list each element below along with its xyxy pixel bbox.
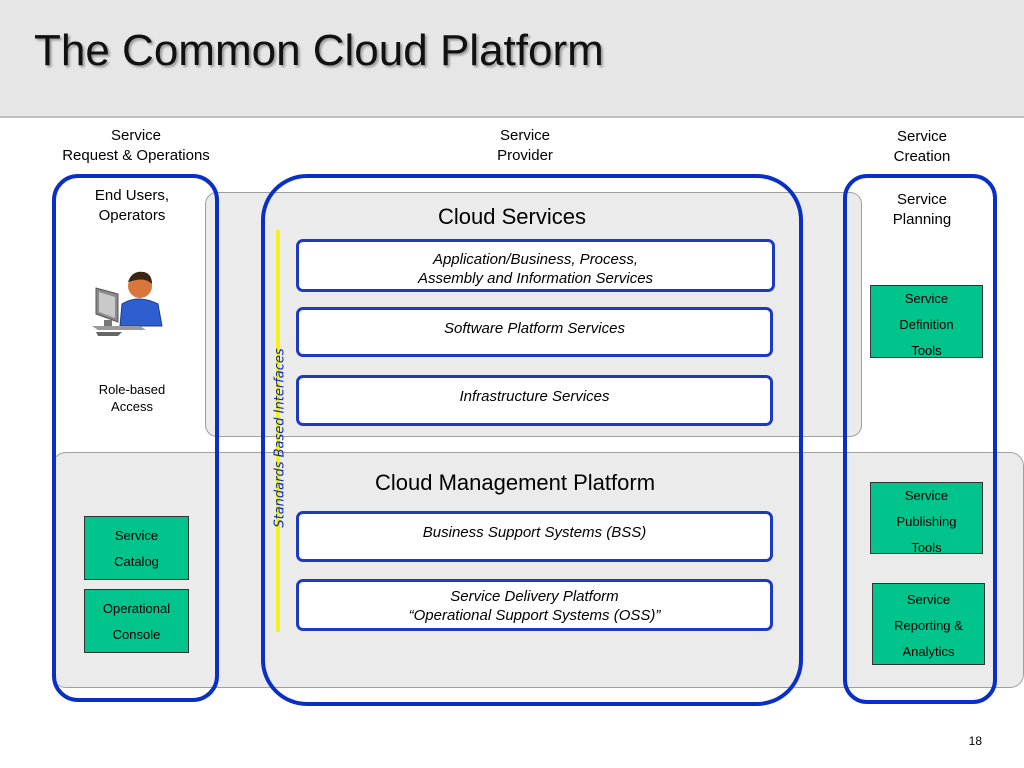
application-business-services-box[interactable]: Application/Business, Process, Assembly …: [296, 239, 775, 292]
standards-interfaces-label: Standards Based Interfaces: [272, 348, 288, 528]
cloud-management-panel: [52, 452, 1024, 688]
business-support-systems-box[interactable]: Business Support Systems (BSS): [296, 511, 773, 562]
service-reporting-analytics-box[interactable]: Service Reporting & Analytics: [872, 583, 985, 665]
infrastructure-services-box[interactable]: Infrastructure Services: [296, 375, 773, 426]
service-provider-frame: [261, 174, 803, 706]
service-creation-frame: [843, 174, 997, 704]
cloud-management-platform-title: Cloud Management Platform: [375, 470, 656, 495]
software-platform-services-box[interactable]: Software Platform Services: [296, 307, 773, 357]
header-service-provider: Service Provider: [497, 127, 553, 164]
service-planning-label: Service Planning: [892, 191, 952, 228]
page-number: 18: [968, 734, 982, 748]
cloud-services-title: Cloud Services: [438, 204, 586, 229]
service-publishing-tools-box[interactable]: Service Publishing Tools: [870, 482, 983, 555]
operational-console-box[interactable]: Operational Console: [84, 589, 189, 653]
header-service-creation: Service Creation: [893, 128, 951, 165]
role-based-access-label: Role-based Access: [98, 382, 166, 414]
request-operations-frame: [52, 174, 219, 702]
end-users-label: End Users, Operators: [94, 187, 170, 224]
service-delivery-platform-box[interactable]: Service Delivery Platform “Operational S…: [296, 579, 773, 631]
service-catalog-box[interactable]: Service Catalog: [84, 516, 189, 580]
header-request-operations: Service Request & Operations: [62, 127, 210, 164]
slide-title: The Common Cloud Platform: [34, 26, 604, 75]
user-at-computer-icon: [92, 271, 163, 336]
standards-interfaces-line: [276, 230, 280, 632]
title-band: The Common Cloud Platform: [0, 0, 1024, 118]
service-definition-tools-box[interactable]: Service Definition Tools: [870, 285, 983, 358]
